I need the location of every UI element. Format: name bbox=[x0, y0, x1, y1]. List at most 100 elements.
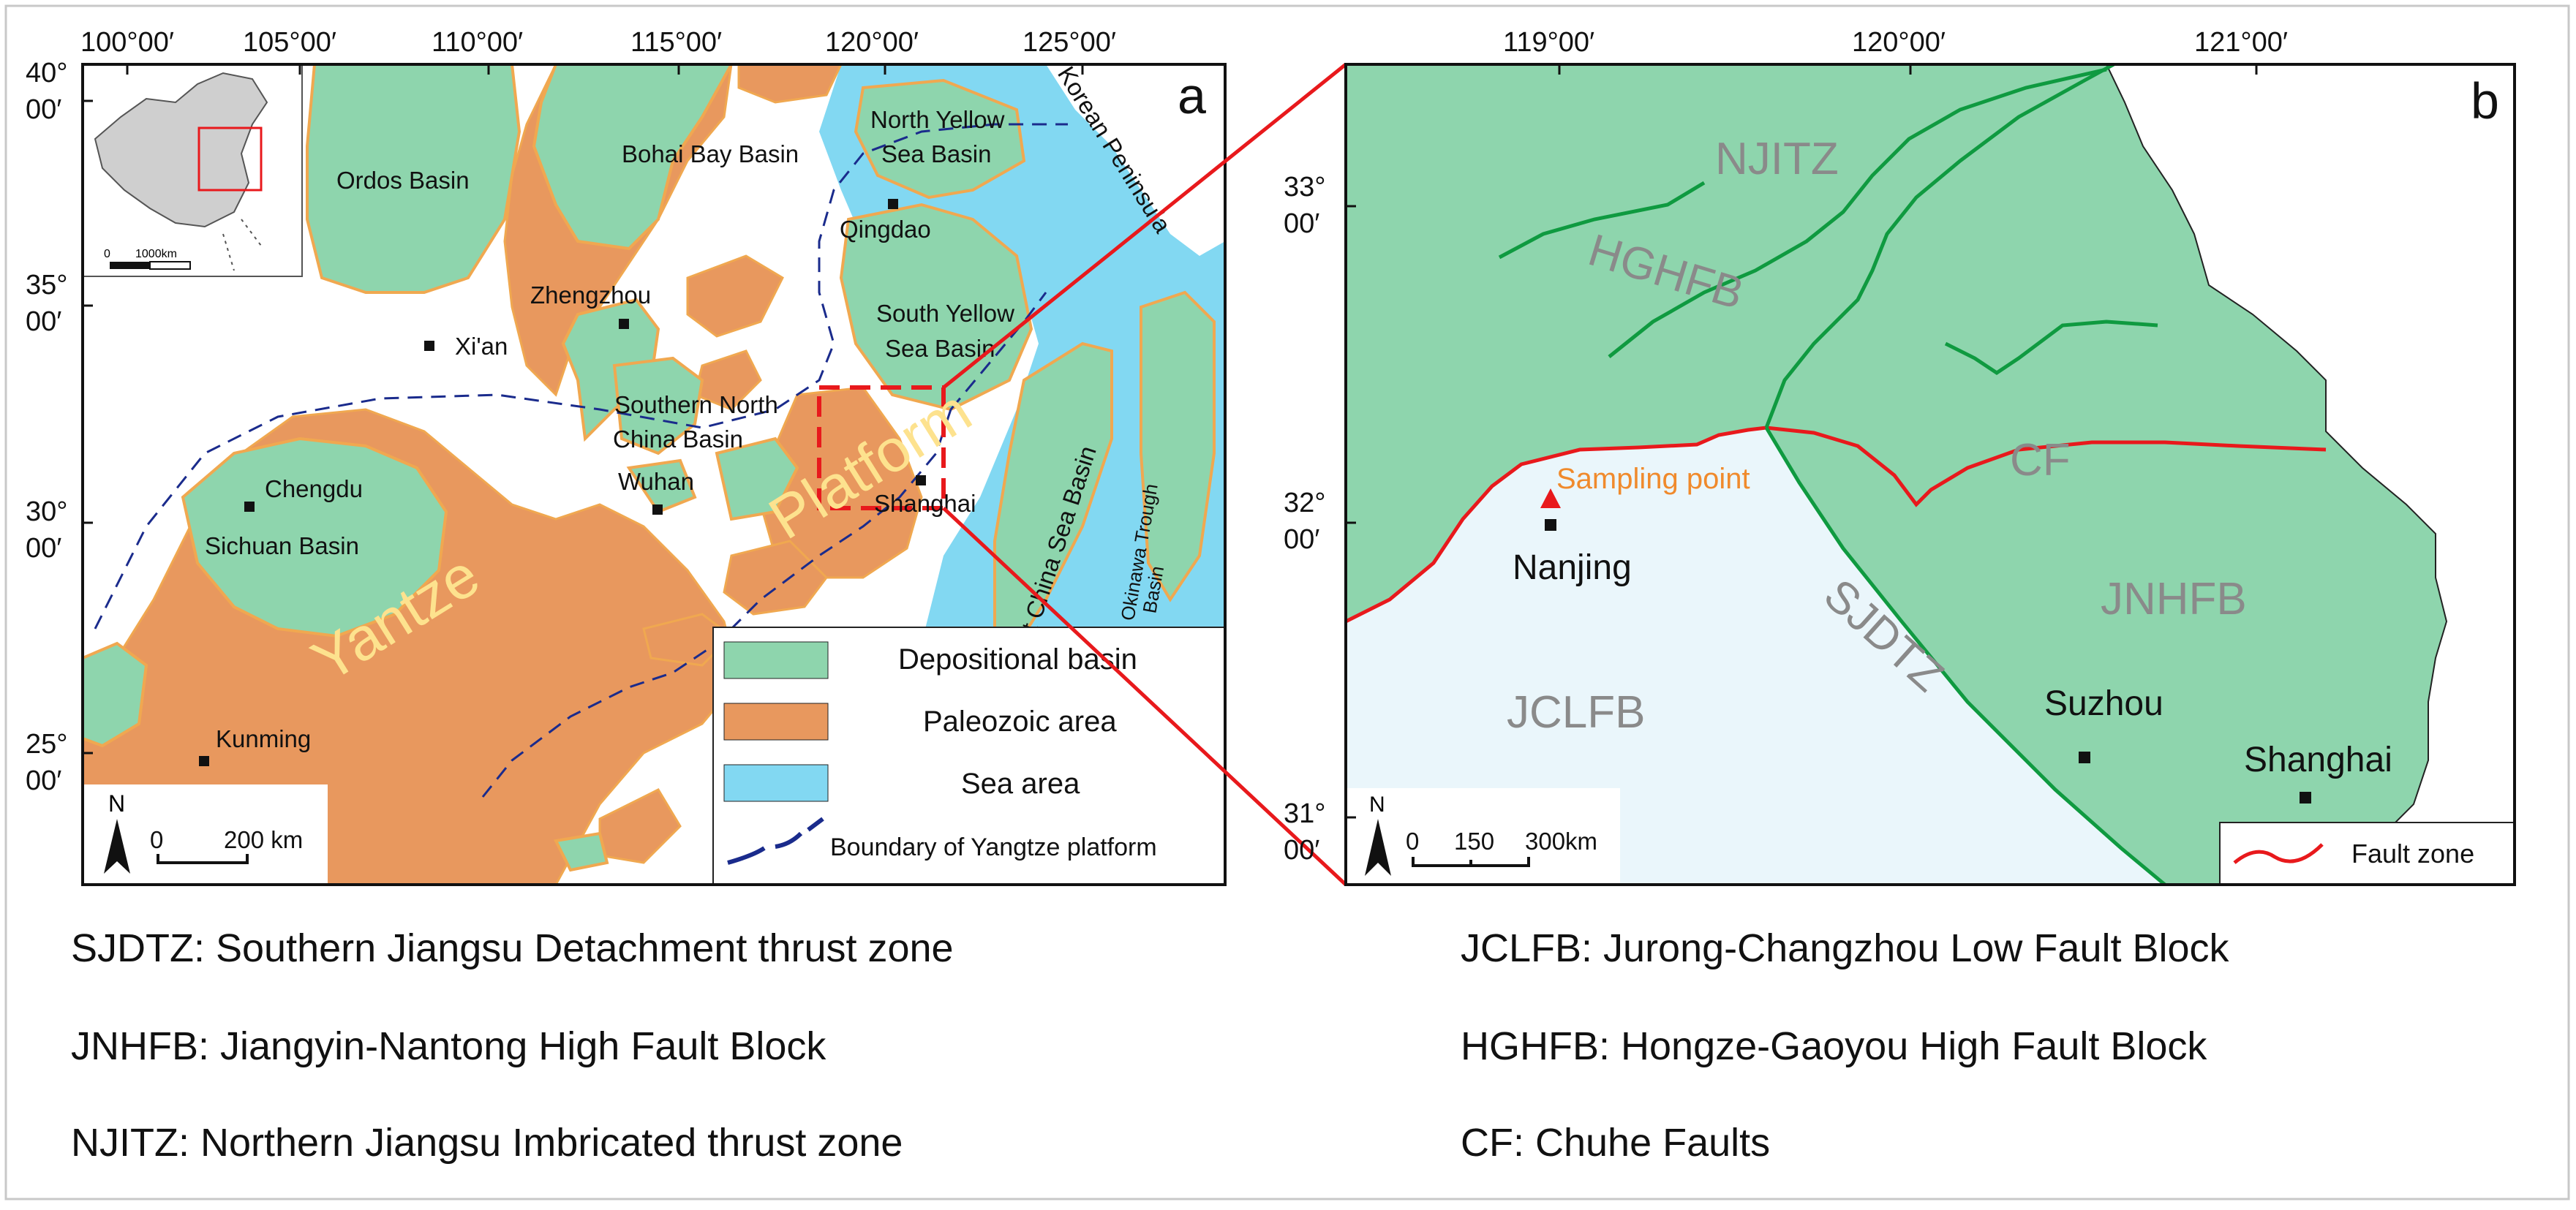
lon-a-4: 120°00′ bbox=[825, 27, 919, 58]
abbr-jnhfb: JNHFB: Jiangyin-Nantong High Fault Block bbox=[71, 1024, 826, 1068]
scale-line-a bbox=[157, 854, 249, 864]
label-bohai: Bohai Bay Basin bbox=[622, 140, 799, 167]
label-njitz: NJITZ bbox=[1715, 134, 1839, 184]
label-xian: Xi'an bbox=[455, 333, 508, 360]
label-sampling-point: Sampling point bbox=[1556, 463, 1750, 495]
marker-suzhou bbox=[2079, 752, 2090, 763]
lat-a-0-deg: 40° bbox=[26, 58, 67, 88]
lat-a-0-min: 00′ bbox=[26, 94, 61, 125]
marker-shanghai-a bbox=[916, 475, 926, 485]
block-boundaries bbox=[1498, 64, 2166, 885]
legend-b: Fault zone bbox=[2219, 822, 2515, 885]
marker-chengdu bbox=[244, 502, 255, 512]
label-wuhan: Wuhan bbox=[618, 468, 694, 495]
legend-swatch-boundary bbox=[727, 817, 824, 865]
legend-label-boundary: Boundary of Yangtze platform bbox=[830, 833, 1157, 861]
marker-xian bbox=[424, 341, 434, 351]
scale-north-a: N bbox=[108, 790, 125, 817]
label-south-yellow-2: Sea Basin bbox=[885, 335, 995, 362]
label-qingdao: Qingdao bbox=[840, 216, 931, 243]
scale-dist-a: 200 km bbox=[224, 826, 303, 853]
label-cf: CF bbox=[2010, 435, 2071, 485]
scale-box-b bbox=[1346, 788, 1620, 885]
zoom-connector-lines bbox=[942, 63, 1347, 886]
legend-label-basin: Depositional basin bbox=[898, 643, 1137, 676]
lon-a-3: 115°00′ bbox=[630, 27, 722, 58]
legend-swatch-fault bbox=[2233, 843, 2324, 864]
yangtze-boundary bbox=[94, 123, 1068, 798]
inset-scale-zero: 0 bbox=[104, 248, 110, 260]
label-shanghai-b: Shanghai bbox=[2244, 741, 2392, 779]
panel-a-ticks bbox=[83, 64, 1084, 755]
lat-a-3-min: 00′ bbox=[26, 765, 61, 796]
panel-b-label: b bbox=[2471, 72, 2499, 129]
label-nanjing: Nanjing bbox=[1513, 548, 1632, 587]
scale-dist-b: 300km bbox=[1525, 828, 1597, 855]
legend-swatch-paleozoic bbox=[723, 703, 829, 741]
scale-bar-a: N 0 200 km bbox=[83, 784, 328, 885]
lat-a-1-deg: 35° bbox=[26, 270, 67, 300]
korean-peninsula bbox=[1046, 64, 1225, 256]
scale-zero-b: 0 bbox=[1406, 828, 1419, 855]
legend-label-paleozoic: Paleozoic area bbox=[923, 706, 1117, 738]
legend-label-sea: Sea area bbox=[961, 768, 1080, 800]
abbr-sjdtz: SJDTZ: Southern Jiangsu Detachment thrus… bbox=[71, 926, 954, 970]
lon-b-0: 119°00′ bbox=[1503, 27, 1594, 58]
lon-a-1: 105°00′ bbox=[243, 27, 336, 58]
panel-a-frame bbox=[81, 63, 1227, 886]
lat-b-0-min: 00′ bbox=[1284, 208, 1319, 239]
city-markers-a bbox=[199, 199, 926, 766]
abbr-cf: CF: Chuhe Faults bbox=[1461, 1121, 1771, 1165]
inset-scale-dist: 1000km bbox=[135, 248, 177, 260]
label-chengdu: Chengdu bbox=[265, 475, 363, 502]
label-jnhfb: JNHFB bbox=[2101, 574, 2247, 624]
inset-scale-bar bbox=[110, 262, 150, 269]
panel-a-label: a bbox=[1178, 67, 1206, 124]
lon-a-2: 110°00′ bbox=[432, 27, 523, 58]
block-jclfb bbox=[1346, 428, 2165, 885]
abbr-njitz: NJITZ: Northern Jiangsu Imbricated thrus… bbox=[71, 1121, 903, 1165]
label-suzhou: Suzhou bbox=[2044, 684, 2163, 723]
lat-b-2-min: 00′ bbox=[1284, 835, 1319, 866]
lat-b-1-deg: 32° bbox=[1284, 488, 1325, 518]
inset-map: 0 1000km bbox=[82, 64, 303, 277]
label-snc-1: Southern North bbox=[614, 391, 778, 418]
study-area-box bbox=[817, 385, 946, 510]
scale-zero-a: 0 bbox=[150, 826, 163, 853]
inset-scale-bar-white bbox=[149, 261, 191, 270]
marker-wuhan bbox=[652, 504, 663, 515]
label-north-yellow-1: North Yellow bbox=[870, 106, 1005, 133]
legend-label-fault: Fault zone bbox=[2351, 839, 2474, 869]
north-arrow-a bbox=[104, 819, 130, 874]
panel-b-map: NJITZ HGHFB CF JNHFB SJDTZ JCLFB Samplin… bbox=[1346, 64, 2515, 885]
label-sichuan: Sichuan Basin bbox=[205, 532, 359, 559]
lat-a-2-deg: 30° bbox=[26, 496, 67, 527]
lat-a-1-min: 00′ bbox=[26, 306, 61, 337]
lon-a-0: 100°00′ bbox=[80, 27, 174, 58]
lon-b-2: 121°00′ bbox=[2194, 27, 2288, 58]
label-jclfb: JCLFB bbox=[1507, 687, 1645, 738]
panel-b-ticks bbox=[1346, 64, 2258, 819]
lat-b-2-deg: 31° bbox=[1284, 798, 1325, 829]
marker-kunming bbox=[199, 756, 209, 766]
label-south-yellow-1: South Yellow bbox=[876, 300, 1014, 327]
lon-a-5: 125°00′ bbox=[1023, 27, 1116, 58]
scale-mid-b: 150 bbox=[1454, 828, 1494, 855]
marker-nanjing bbox=[1545, 519, 1556, 531]
marker-qingdao bbox=[888, 199, 898, 209]
scale-bar-b: N 0 150 300km bbox=[1346, 788, 1620, 885]
abbr-jclfb: JCLFB: Jurong-Changzhou Low Fault Block bbox=[1461, 926, 2229, 970]
scale-box-a bbox=[83, 784, 328, 885]
inset-highlight bbox=[197, 126, 263, 192]
sampling-point-marker bbox=[1540, 488, 1561, 508]
inset-china bbox=[94, 72, 268, 228]
lat-b-1-min: 00′ bbox=[1284, 524, 1319, 555]
label-shanghai-a: Shanghai bbox=[874, 490, 976, 517]
marker-shanghai-b bbox=[2300, 792, 2311, 803]
label-snc-2: China Basin bbox=[613, 426, 743, 453]
panel-b-frame bbox=[1344, 63, 2516, 886]
lat-a-3-deg: 25° bbox=[26, 729, 67, 760]
legend-swatch-basin bbox=[723, 641, 829, 679]
